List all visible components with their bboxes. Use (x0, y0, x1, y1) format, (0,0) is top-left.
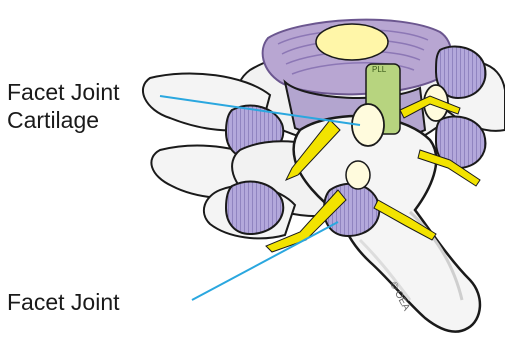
disc-nucleus (316, 24, 388, 60)
label-line-2: Cartilage (7, 106, 120, 134)
intervertebral-disc (263, 20, 452, 95)
label-line-1: Facet Joint (7, 78, 120, 106)
facet-joint-cartilage-label: Facet Joint Cartilage (7, 78, 120, 134)
ligament-label: PLL (372, 65, 387, 74)
facet-joint-label: Facet Joint (7, 288, 120, 316)
